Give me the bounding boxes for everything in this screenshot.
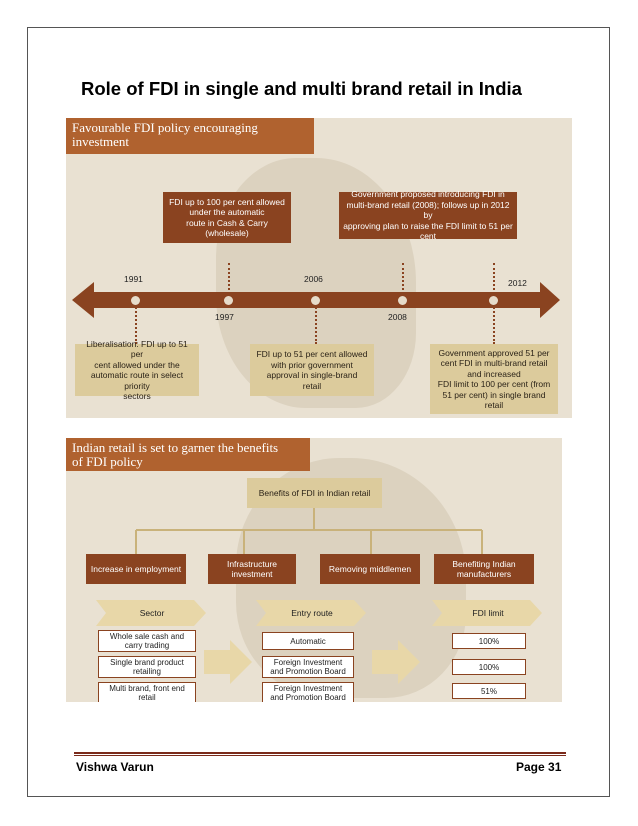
benefit-line: manufacturers bbox=[456, 569, 512, 579]
connector-2008-top bbox=[402, 263, 404, 294]
route-cell: Foreign Investment and Promotion Board bbox=[262, 682, 354, 702]
timeline-box-1997: FDI up to 100 per cent allowed under the… bbox=[163, 192, 291, 243]
benefit-line: Infrastructure bbox=[226, 558, 278, 569]
connector-1991-bottom bbox=[135, 304, 137, 344]
footer-author: Vishwa Varun bbox=[76, 760, 154, 774]
cell-line: Whole sale cash and bbox=[109, 632, 185, 641]
sector-cell: Single brand product retailing bbox=[98, 656, 196, 678]
route-cell: Automatic bbox=[262, 632, 354, 650]
box-line: (wholesale) bbox=[205, 228, 249, 238]
timeline-box-2008-2012: Government proposed introducing FDI in m… bbox=[339, 189, 517, 242]
cell-line: Foreign Investment bbox=[273, 658, 343, 667]
cell-line: retailing bbox=[132, 667, 161, 676]
route-header-chevron bbox=[256, 600, 366, 626]
benefit-employment: Increase in employment bbox=[86, 554, 186, 584]
benefit-line: investment bbox=[231, 569, 273, 579]
benefit-line: Benefiting Indian bbox=[452, 558, 516, 569]
box-line: Liberalisation: FDI up to 51 per bbox=[86, 338, 188, 360]
benefit-line: Removing middlemen bbox=[328, 563, 412, 574]
year-label-1997: 1997 bbox=[215, 312, 234, 322]
box-line: route in Cash & Carry bbox=[186, 217, 268, 228]
box-line: FDI up to 100 per cent allowed bbox=[169, 196, 285, 207]
column-header-entry-route: Entry route bbox=[291, 608, 333, 618]
box-line: retail bbox=[302, 380, 322, 391]
limit-cell: 51% bbox=[452, 683, 526, 699]
box-line: approval in single-brand bbox=[266, 370, 358, 380]
year-label-2012: 2012 bbox=[508, 278, 527, 288]
box-line: under the automatic bbox=[189, 207, 265, 217]
cell-line: retail bbox=[138, 693, 156, 702]
limit-header-chevron bbox=[432, 600, 542, 626]
box-line: cent FDI in multi-brand retail bbox=[440, 358, 548, 368]
connector-1997-top bbox=[228, 263, 230, 294]
sector-cell: Whole sale cash and carry trading bbox=[98, 630, 196, 652]
footer-rule bbox=[74, 752, 566, 754]
box-line: automatic route in select priority bbox=[90, 370, 184, 391]
cell-line: carry trading bbox=[124, 641, 170, 650]
timeline-box-1991: Liberalisation: FDI up to 51 per cent al… bbox=[75, 339, 199, 401]
route-to-limit-arrow bbox=[372, 640, 420, 684]
timeline-header: Favourable FDI policy encouraging invest… bbox=[66, 118, 314, 154]
timeline-dot-2008 bbox=[398, 296, 407, 305]
cell-line: and Promotion Board bbox=[270, 667, 346, 676]
sector-to-route-arrow bbox=[204, 640, 252, 684]
benefits-root-box: Benefits of FDI in Indian retail bbox=[247, 478, 382, 508]
route-cell: Foreign Investment and Promotion Board bbox=[262, 656, 354, 678]
box-line: cent allowed under the bbox=[94, 359, 180, 370]
sector-header-chevron bbox=[96, 600, 206, 626]
cell-line: Automatic bbox=[290, 636, 326, 646]
year-label-1991: 1991 bbox=[124, 274, 143, 284]
box-line: Government approved 51 per bbox=[438, 347, 550, 358]
timeline-dot-1991 bbox=[131, 296, 140, 305]
box-line: FDI limit to 100 per cent (from bbox=[437, 379, 551, 389]
benefit-line: Increase in employment bbox=[90, 563, 182, 574]
page-title: Role of FDI in single and multi brand re… bbox=[81, 78, 522, 99]
cell-line: and Promotion Board bbox=[270, 693, 346, 702]
box-line: retail bbox=[484, 400, 504, 410]
limit-cell: 100% bbox=[452, 659, 526, 675]
timeline-header-line: Favourable FDI policy encouraging bbox=[72, 120, 258, 135]
cell-line: Single brand product bbox=[110, 658, 184, 667]
box-line: with prior government bbox=[271, 359, 353, 370]
box-line: cent bbox=[419, 231, 437, 242]
box-line: multi-brand retail (2008); follows up in… bbox=[346, 199, 510, 221]
timeline-box-2006: FDI up to 51 per cent allowed with prior… bbox=[250, 344, 374, 396]
box-line: sectors bbox=[123, 391, 151, 401]
timeline-dot-1997 bbox=[224, 296, 233, 305]
year-label-2006: 2006 bbox=[304, 274, 323, 284]
footer-page-number: Page 31 bbox=[516, 760, 562, 774]
connector-2012-top bbox=[493, 263, 495, 294]
benefits-header: Indian retail is set to garner the benef… bbox=[66, 438, 310, 471]
box-line: and increased bbox=[467, 368, 521, 379]
year-label-2008: 2008 bbox=[388, 312, 407, 322]
column-header-fdi-limit: FDI limit bbox=[472, 608, 504, 618]
column-header-sector: Sector bbox=[139, 608, 165, 618]
limit-cell: 100% bbox=[452, 633, 526, 649]
connector-2012-bottom bbox=[493, 304, 495, 344]
cell-line: Multi brand, front end bbox=[109, 684, 185, 693]
benefits-header-line: Indian retail is set to garner the benef… bbox=[72, 440, 279, 455]
page-border bbox=[27, 27, 610, 797]
timeline-box-2012: Government approved 51 per cent FDI in m… bbox=[430, 344, 558, 414]
benefits-header-line: of FDI policy bbox=[72, 454, 143, 469]
benefit-middlemen: Removing middlemen bbox=[320, 554, 420, 584]
timeline-dot-2012 bbox=[489, 296, 498, 305]
benefits-connectors bbox=[135, 508, 483, 554]
benefit-infrastructure: Infrastructure investment bbox=[208, 554, 296, 584]
box-line: FDI up to 51 per cent allowed bbox=[256, 349, 368, 359]
fdi-policy-timeline-panel: Favourable FDI policy encouraging invest… bbox=[66, 118, 572, 418]
connector-2006-bottom bbox=[315, 304, 317, 344]
timeline-header-line: investment bbox=[72, 134, 130, 149]
footer-rule bbox=[74, 755, 566, 756]
box-line: Government proposed introducing FDI in bbox=[351, 189, 505, 200]
cell-line: Foreign Investment bbox=[273, 684, 343, 693]
box-line: approving plan to raise the FDI limit to… bbox=[343, 220, 513, 231]
sector-cell: Multi brand, front end retail bbox=[98, 682, 196, 702]
fdi-benefits-panel: Indian retail is set to garner the benef… bbox=[66, 438, 562, 702]
box-line: 51 per cent) in single brand bbox=[442, 389, 546, 400]
benefit-manufacturers: Benefiting Indian manufacturers bbox=[434, 554, 534, 584]
timeline-dot-2006 bbox=[311, 296, 320, 305]
